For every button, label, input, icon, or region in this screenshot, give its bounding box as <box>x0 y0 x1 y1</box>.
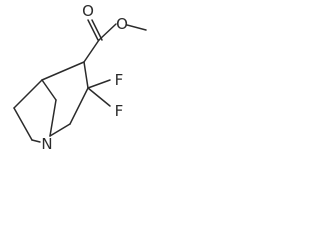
fluorine-1-label: F <box>115 71 124 89</box>
fluorine-2-label: F <box>115 102 124 120</box>
bond-c6-nitrogen <box>31 139 41 143</box>
ester-oxygen-label: O <box>116 15 128 33</box>
chemical-structure-diagram: O O F F N <box>0 0 168 168</box>
bond-carbonyl-oxygen-a <box>87 19 99 41</box>
bond-c8-nitrogen <box>49 99 57 137</box>
bond-carbonyl-ester-oxygen <box>98 23 117 41</box>
bond-ester-oxygen-methyl <box>126 24 147 31</box>
bond-bridgehead-c7 <box>13 79 43 109</box>
bond-c4-c3 <box>83 61 89 89</box>
bond-c2-nitrogen <box>49 123 71 137</box>
bond-c7-c6 <box>13 107 33 141</box>
nitrogen-label: N <box>41 135 52 153</box>
bond-c4-bridgehead <box>41 61 85 81</box>
bond-bridgehead-c8 <box>41 79 57 101</box>
bond-c4-carbonyl <box>83 39 100 63</box>
bond-carbonyl-oxygen-b <box>91 19 103 41</box>
bond-c3-c2 <box>69 87 89 125</box>
carbonyl-oxygen-label: O <box>82 2 94 20</box>
bond-c3-fluorine-1 <box>87 79 111 89</box>
bond-c3-fluorine-2 <box>87 87 111 107</box>
molecule-drawing: O O F F N <box>13 2 147 153</box>
